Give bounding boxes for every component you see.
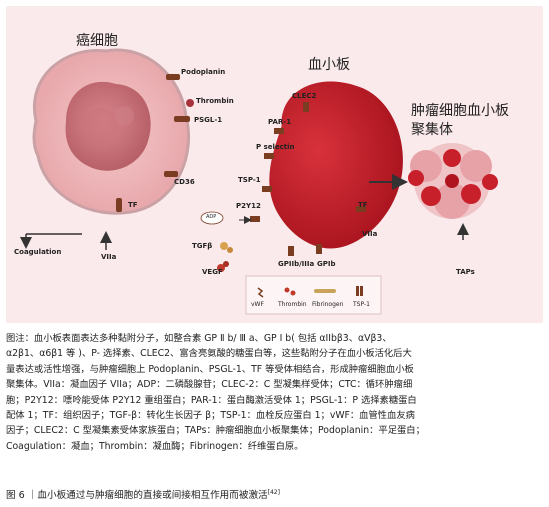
platelet-title: 血小板 <box>308 57 350 73</box>
p-selectin-receptor <box>264 153 274 159</box>
legend-vwf-label: vWF <box>251 301 264 308</box>
label-viia-right: VIIa <box>362 230 378 238</box>
aggregate-title-line1: 肿瘤细胞血小板 <box>411 103 509 119</box>
vegf-molecule <box>217 261 229 272</box>
label-tf-left: TF <box>128 201 138 209</box>
caption-line: Coagulation：凝血；Thrombin：凝血酶；Fibrinogen：纤… <box>6 440 304 452</box>
gpiib-receptor <box>288 246 294 256</box>
label-coagulation: Coagulation <box>14 248 62 256</box>
tf-receptor-left <box>116 198 122 212</box>
tumor-platelet-aggregate <box>408 143 498 219</box>
label-clec2: CLEC2 <box>292 92 317 100</box>
tumor-receptors <box>116 74 190 212</box>
caption-line: 胞；P2Y12：嘌呤能受体 P2Y12 重组蛋白；PAR-1：蛋白酶激活受体 1… <box>6 394 417 406</box>
figure-title-text: 图 6 ｜血小板通过与肿瘤细胞的直接或间接相互作用而被激活 <box>6 490 268 501</box>
legend-vwf-glyph <box>257 287 264 298</box>
label-gpib: GPIb <box>317 260 336 268</box>
label-adp: ADP <box>206 214 217 220</box>
label-p2y12: P2Y12 <box>236 202 261 210</box>
p2y12-receptor <box>250 216 260 222</box>
caption-line: 配体 1；TF：组织因子；TGF-β：转化生长因子 β；TSP-1：血栓反应蛋白… <box>6 410 415 422</box>
caption-line: α2β1、α6β1 等 )、P- 选择素、CLEC2、富含亮氨酸的糖蛋白等，这些… <box>6 348 412 360</box>
diagram-panel: 癌细胞 血小板 肿瘤细胞血小板 聚集体 Podoplanin Thrombin … <box>6 6 543 323</box>
platelet-receptors <box>250 102 366 256</box>
par1-receptor <box>274 128 284 134</box>
label-p-selectin: P selectin <box>256 143 295 151</box>
caption-line: 量表达或活性增强，与肿瘤细胞上 Podoplanin、PSGL-1、TF 等受体… <box>6 363 414 375</box>
label-tf-right: TF <box>358 201 368 209</box>
tumor-cell <box>32 48 191 215</box>
label-gpiib: GPIIb/IIIa <box>278 260 315 268</box>
tf-receptor-right <box>356 206 366 212</box>
label-psgl1: PSGL-1 <box>194 116 223 124</box>
cd36-receptor <box>164 171 178 177</box>
legend-tsp1-glyph <box>356 286 363 296</box>
tsp1-receptor <box>262 186 272 192</box>
legend-fibrinogen-label: Fibrinogen <box>312 301 344 308</box>
aggregate-title-line2: 聚集体 <box>411 122 453 138</box>
platelet <box>269 81 403 249</box>
label-taps: TAPs <box>456 268 475 276</box>
label-tsp1: TSP-1 <box>238 176 261 184</box>
caption-line: 图注：血小板表面表达多种黏附分子，如整合素 GP Ⅱ b/ Ⅲ a、GP Ⅰ b… <box>6 333 392 344</box>
label-tgfb: TGFβ <box>192 242 213 250</box>
legend-fibrinogen-glyph <box>314 289 336 293</box>
label-podoplanin: Podoplanin <box>181 68 226 76</box>
podoplanin-receptor <box>166 74 180 80</box>
tumor-cell-title: 癌细胞 <box>76 33 118 49</box>
label-par1: PAR-1 <box>268 118 292 126</box>
label-viia-left: VIIa <box>101 253 117 261</box>
figure-caption: 图注：血小板表面表达多种黏附分子，如整合素 GP Ⅱ b/ Ⅲ a、GP Ⅰ b… <box>6 331 543 454</box>
psgl1-receptor <box>174 116 190 122</box>
thrombin-molecule <box>186 99 194 107</box>
clec2-receptor <box>303 102 309 112</box>
caption-line: 因子；CLEC2：C 型凝集素受体家族蛋白；TAPs：肿瘤细胞血小板聚集体；Po… <box>6 425 425 437</box>
molecule-legend-box <box>245 275 382 315</box>
tgfb-molecule <box>220 242 233 253</box>
adp-bubble <box>200 211 224 225</box>
figure-title: 图 6 ｜血小板通过与肿瘤细胞的直接或间接相互作用而被激活[42] <box>6 487 543 501</box>
legend-thrombin-label: Thrombin <box>278 301 307 308</box>
figure-reference: [42] <box>267 488 280 496</box>
legend-tsp1-label: TSP-1 <box>353 301 370 308</box>
label-cd36: CD36 <box>174 178 195 186</box>
gpib-receptor <box>316 244 322 254</box>
label-thrombin: Thrombin <box>196 97 234 105</box>
diagram-illustration <box>20 48 498 315</box>
label-vegf: VEGF <box>202 268 223 276</box>
caption-line: 聚集体。VIIa：凝血因子 VIIa；ADP：二磷酸腺苷；CLEC-2：C 型凝… <box>6 379 413 391</box>
legend-thrombin-glyph <box>284 287 296 296</box>
